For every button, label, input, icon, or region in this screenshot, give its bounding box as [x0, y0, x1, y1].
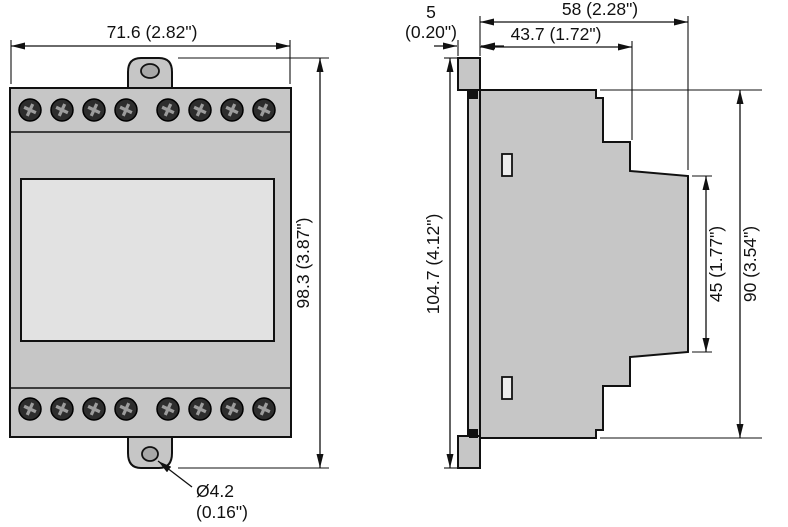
- display-window: [20, 178, 275, 342]
- dim-body-depth-label: 43.7 (1.72"): [511, 24, 602, 44]
- dim-front-height: 98.3 (3.87"): [178, 57, 329, 469]
- screw-terminal: [187, 97, 213, 123]
- dim-rail-depth-label-line1: 5: [426, 2, 436, 22]
- screw-terminal: [155, 97, 181, 123]
- dim-total-depth-label: 58 (2.28"): [562, 0, 638, 19]
- side-profile: [479, 89, 689, 439]
- screw-terminal: [219, 396, 245, 422]
- dim-front-face-height-label: 45 (1.77"): [706, 226, 726, 302]
- screw-terminal: [187, 396, 213, 422]
- screw-terminal: [113, 396, 139, 422]
- bottom-tab-hole: [141, 446, 159, 462]
- latch-slot-top: [501, 153, 513, 177]
- dim-front-face-height: 45 (1.77"): [692, 175, 726, 353]
- dim-front-width-label: 71.6 (2.82"): [107, 22, 198, 42]
- screw-terminal: [219, 97, 245, 123]
- hole-diameter-label-line2: (0.16"): [196, 502, 248, 522]
- rail-foot-top: [457, 57, 481, 91]
- rail-lip-top: [469, 90, 478, 99]
- screw-terminal: [49, 97, 75, 123]
- dim-body-height-label: 90 (3.54"): [740, 226, 760, 302]
- front-view: 71.6 (2.82") 98.3 (3.87") Ø4.2 (0.16"): [9, 22, 329, 522]
- screw-terminal: [251, 97, 277, 123]
- dim-body-height: 90 (3.54"): [600, 89, 762, 439]
- screw-terminal: [17, 97, 43, 123]
- dim-rail-depth: 5 (0.20"): [405, 2, 504, 56]
- screw-terminal: [251, 396, 277, 422]
- screw-terminal: [81, 396, 107, 422]
- dim-front-width: 71.6 (2.82"): [10, 22, 291, 84]
- rail-spine: [467, 57, 481, 469]
- dim-total-height-label: 104.7 (4.12"): [423, 214, 443, 315]
- top-tab-hole: [140, 63, 160, 79]
- side-view: 5 (0.20") 58 (2.28") 43.7 (1.72") 104.7 …: [405, 0, 762, 469]
- rail-lip-bottom: [469, 429, 478, 438]
- screw-terminal: [113, 97, 139, 123]
- dim-total-height: 104.7 (4.12"): [423, 57, 458, 469]
- rail-foot-bottom: [457, 435, 481, 469]
- dim-total-depth: 58 (2.28"): [479, 0, 689, 170]
- dim-rail-depth-label-line2: (0.20"): [405, 22, 457, 42]
- screw-terminal: [17, 396, 43, 422]
- dim-front-height-label: 98.3 (3.87"): [293, 218, 313, 309]
- dim-body-depth: 43.7 (1.72"): [480, 24, 633, 140]
- screw-terminal: [49, 396, 75, 422]
- dim-hole-callout: Ø4.2 (0.16"): [157, 460, 248, 522]
- screw-terminal: [81, 97, 107, 123]
- hole-diameter-label-line1: Ø4.2: [196, 481, 234, 501]
- screw-terminal: [155, 396, 181, 422]
- latch-slot-bottom: [501, 376, 513, 400]
